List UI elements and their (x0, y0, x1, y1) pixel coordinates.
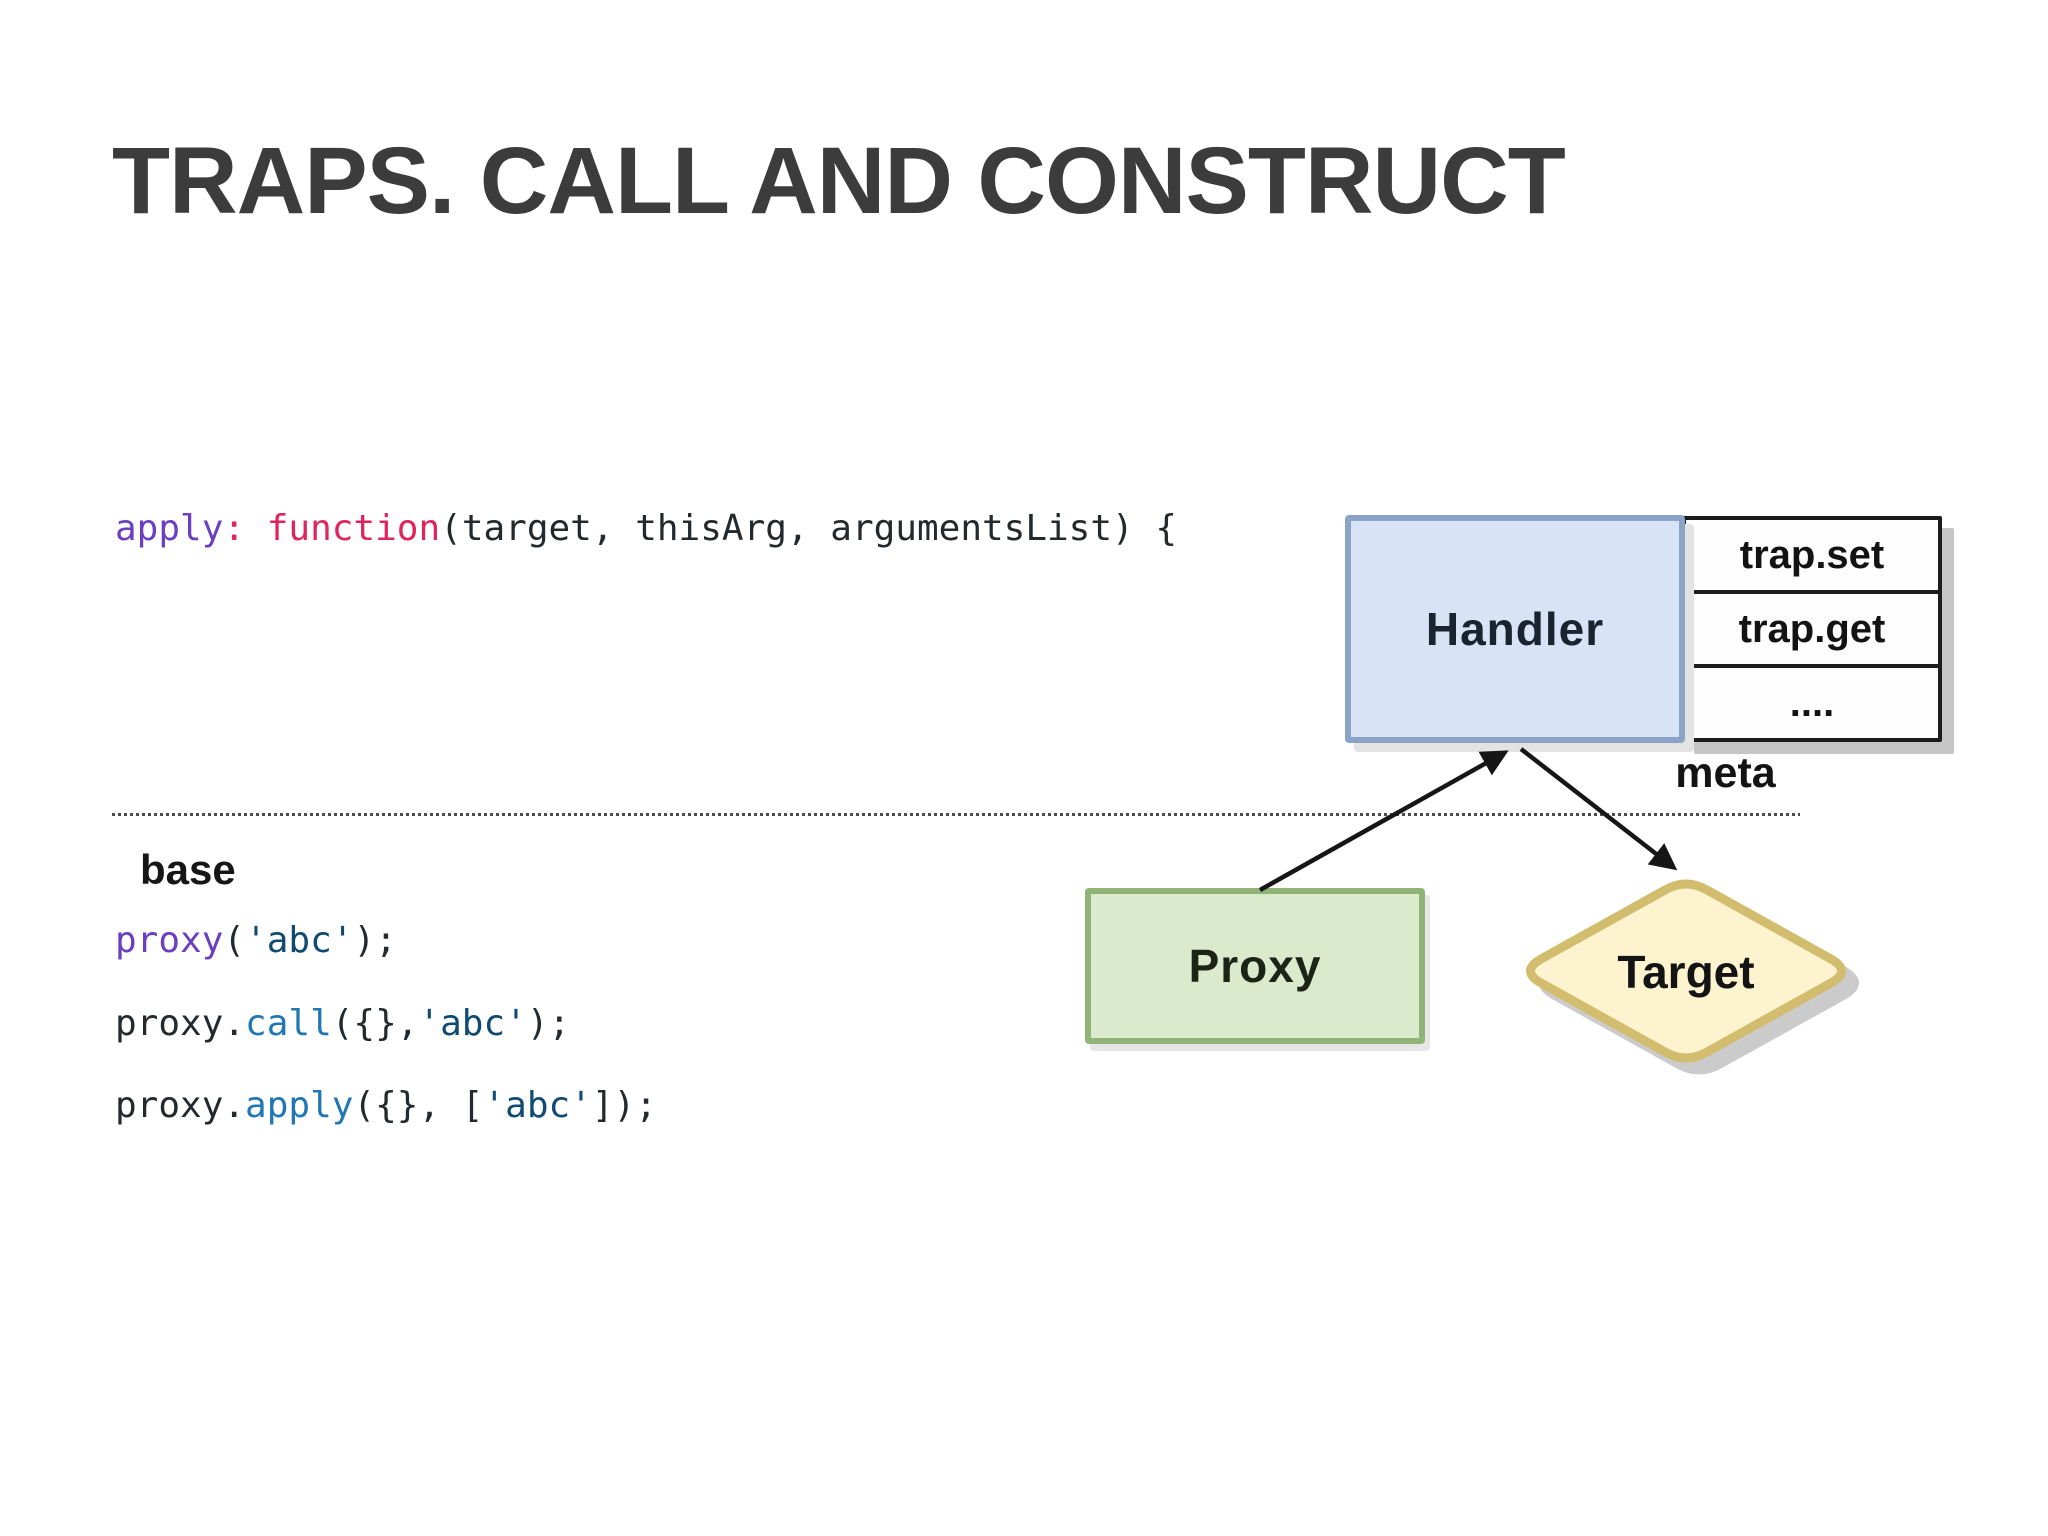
target-label: Target (1617, 946, 1754, 998)
code-token: proxy (115, 920, 224, 961)
proxy-label: Proxy (1188, 940, 1322, 992)
code-token: ); (526, 1003, 571, 1044)
dotted-divider (112, 813, 1800, 816)
code-token (245, 508, 267, 549)
code-line-proxy-call: proxy('abc'); (115, 918, 397, 964)
code-token: ]); (591, 1085, 657, 1126)
code-line-apply-signature: apply: function(target, thisArg, argumen… (115, 506, 1177, 552)
code-token: ); (353, 920, 397, 961)
code-line-proxy-dot-apply: proxy.apply({}, ['abc']); (115, 1083, 657, 1129)
code-token: call (245, 1003, 332, 1044)
code-token: proxy. (115, 1003, 246, 1044)
code-token: : (223, 508, 246, 549)
trap-row-get: trap.get (1686, 590, 1938, 664)
handler-label: Handler (1425, 603, 1605, 655)
arrow-proxy-to-handler (1258, 750, 1509, 892)
code-token: 'abc' (245, 920, 354, 961)
code-token: apply (245, 1085, 354, 1126)
code-line-proxy-dot-call: proxy.call({},'abc'); (115, 1001, 570, 1047)
target-diamond (1526, 879, 1846, 1063)
base-label: base (140, 846, 236, 893)
code-token: ({}, (331, 1003, 419, 1044)
code-token: ( (223, 920, 246, 961)
meta-label: meta (1675, 749, 1776, 797)
trap-row-more: .... (1686, 664, 1938, 738)
code-token: apply (115, 508, 224, 549)
code-token: 'abc' (418, 1003, 527, 1044)
trap-table: trap.set trap.get .... (1682, 516, 1942, 742)
code-token: (target, thisArg, argumentsList) { (440, 508, 1178, 549)
code-token: 'abc' (483, 1085, 592, 1126)
code-token: ({}, [ (353, 1085, 484, 1126)
slide-title: TRAPS. CALL AND CONSTRUCT (112, 128, 1566, 234)
proxy-box: Proxy (1085, 888, 1425, 1044)
handler-box: Handler (1345, 515, 1685, 743)
target-diamond-shadow (1539, 891, 1859, 1075)
code-token: proxy. (115, 1085, 246, 1126)
trap-row-set: trap.set (1739, 532, 1885, 577)
code-token: function (266, 508, 441, 549)
